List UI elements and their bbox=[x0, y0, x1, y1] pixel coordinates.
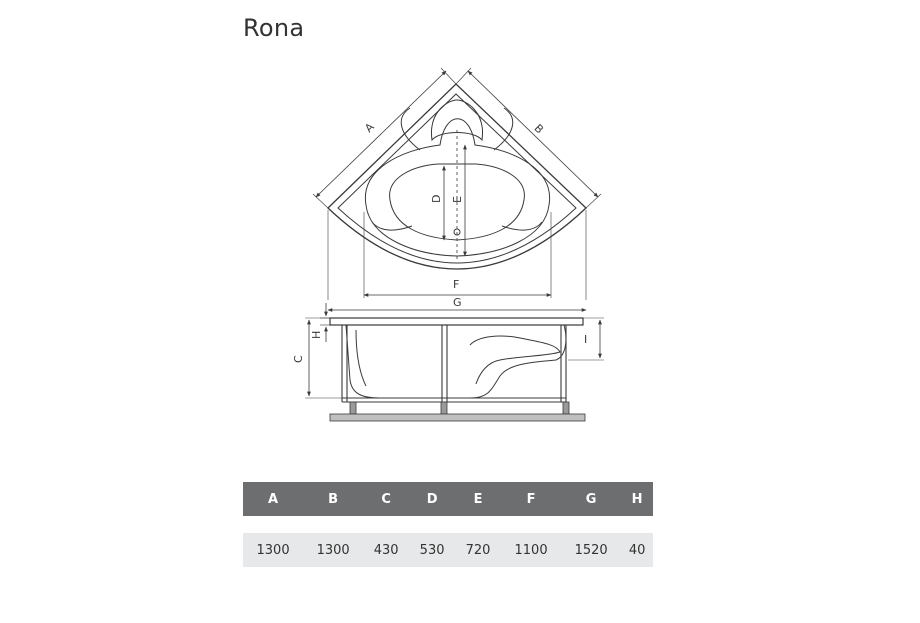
tub-rim-inner bbox=[337, 93, 577, 264]
headrest bbox=[431, 99, 483, 142]
seat bbox=[469, 335, 561, 385]
table-values-row: 1300 1300 430 530 720 1100 1520 40 bbox=[243, 533, 653, 567]
dim-label-f: F bbox=[453, 278, 459, 291]
header-f: F bbox=[501, 482, 562, 516]
dim-label-c: C bbox=[292, 355, 305, 363]
header-h: H bbox=[621, 482, 653, 516]
dim-label-d: D bbox=[430, 195, 443, 203]
header-d: D bbox=[409, 482, 456, 516]
bathtub-drawing: A B D E F G C H I bbox=[292, 67, 604, 422]
dim-label-a: A bbox=[362, 120, 377, 135]
header-b: B bbox=[303, 482, 364, 516]
tub-body bbox=[345, 324, 567, 399]
value-a: 1300 bbox=[243, 533, 304, 567]
side-view bbox=[305, 303, 604, 422]
support-frame bbox=[341, 325, 567, 403]
dim-label-e: E bbox=[451, 196, 464, 203]
value-d: 530 bbox=[409, 533, 456, 567]
dimensions-table: A B C D E F G H 1300 1300 430 530 720 11… bbox=[243, 482, 653, 567]
tub-outline bbox=[327, 83, 587, 270]
header-e: E bbox=[455, 482, 501, 516]
dim-label-b: B bbox=[532, 122, 546, 137]
value-b: 1300 bbox=[303, 533, 364, 567]
header-a: A bbox=[243, 482, 304, 516]
legs bbox=[349, 401, 570, 415]
tub-rim bbox=[329, 317, 584, 326]
header-c: C bbox=[363, 482, 410, 516]
dim-label-h: H bbox=[310, 331, 323, 339]
value-g: 1520 bbox=[561, 533, 622, 567]
dim-label-i: I bbox=[584, 333, 587, 346]
value-f: 1100 bbox=[501, 533, 562, 567]
dim-label-g: G bbox=[453, 296, 462, 309]
value-h: 40 bbox=[621, 533, 653, 567]
top-view bbox=[312, 67, 602, 312]
page-title: Rona bbox=[243, 14, 305, 42]
table-header-row: A B C D E F G H bbox=[243, 482, 653, 516]
value-e: 720 bbox=[455, 533, 501, 567]
header-g: G bbox=[561, 482, 622, 516]
floor bbox=[329, 413, 586, 422]
value-c: 430 bbox=[363, 533, 410, 567]
